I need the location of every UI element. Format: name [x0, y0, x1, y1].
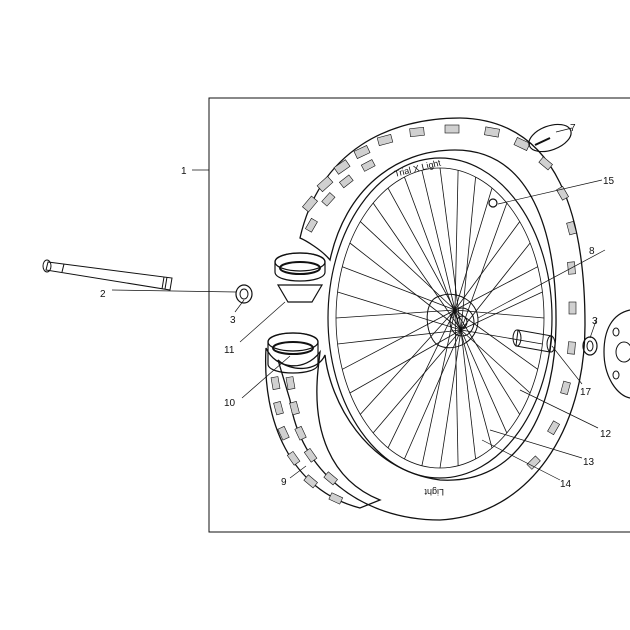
assembly-frame: [208, 97, 630, 533]
tire-tread-right: [526, 261, 577, 470]
callout-11: 11: [224, 345, 235, 356]
callout-8: 8: [589, 246, 595, 257]
callout-14: 14: [560, 479, 572, 490]
spoke: [360, 309, 456, 415]
callout-13: 13: [583, 457, 595, 468]
tire-lower-section: [264, 347, 382, 509]
spoke: [387, 187, 456, 311]
spoke: [349, 242, 462, 331]
callout-1: 1: [181, 166, 187, 177]
tire-tread-upper: [302, 124, 577, 236]
spoke: [460, 329, 508, 434]
callout-9: 9: [281, 477, 287, 488]
spoke: [454, 309, 538, 370]
spoke: [460, 291, 543, 331]
spoke: [421, 309, 456, 466]
spacer-right: [582, 336, 598, 356]
spoke: [421, 170, 456, 311]
callout-12: 12: [600, 429, 612, 440]
spoke: [439, 329, 462, 469]
leader-lines: [111, 127, 606, 481]
spoke: [342, 309, 456, 370]
axle: [42, 259, 173, 291]
callout-10: 10: [224, 398, 236, 409]
tire: Trial X Light Light: [277, 117, 586, 521]
spoke: [460, 176, 476, 331]
spoke: [460, 329, 543, 345]
callout-2: 2: [100, 289, 106, 300]
spoke: [454, 170, 459, 311]
spoke: [404, 329, 462, 460]
callout-17: 17: [580, 387, 592, 398]
spoke: [342, 266, 456, 311]
inner-tube: [267, 252, 326, 374]
spoke: [337, 291, 462, 331]
spoke: [360, 221, 456, 311]
spoke: [372, 329, 462, 434]
callout-3-right: 3: [592, 316, 598, 327]
spoke: [454, 266, 538, 311]
callout-3-left: 3: [230, 315, 236, 326]
spoke: [460, 202, 508, 331]
spoke: [460, 329, 476, 460]
spacer-left: [235, 284, 253, 304]
spoke: [349, 329, 462, 394]
axle-sleeve: [512, 329, 556, 353]
tire-brand-bottom: Light: [424, 487, 444, 497]
spoke: [335, 309, 456, 319]
spoke: [372, 202, 462, 331]
spoke: [454, 187, 493, 311]
spokes: [335, 167, 545, 469]
brake-disc: [603, 309, 630, 399]
spoke: [454, 221, 521, 311]
spoke: [404, 176, 462, 331]
spoke-nipple: [488, 198, 498, 208]
spoke: [387, 309, 456, 449]
callout-7: 7: [570, 123, 576, 134]
spoke: [454, 309, 545, 319]
rim-tape-cap: [528, 123, 572, 153]
spoke: [337, 329, 462, 345]
callout-15: 15: [603, 176, 615, 187]
spoke: [460, 329, 531, 394]
hub: [426, 293, 479, 349]
